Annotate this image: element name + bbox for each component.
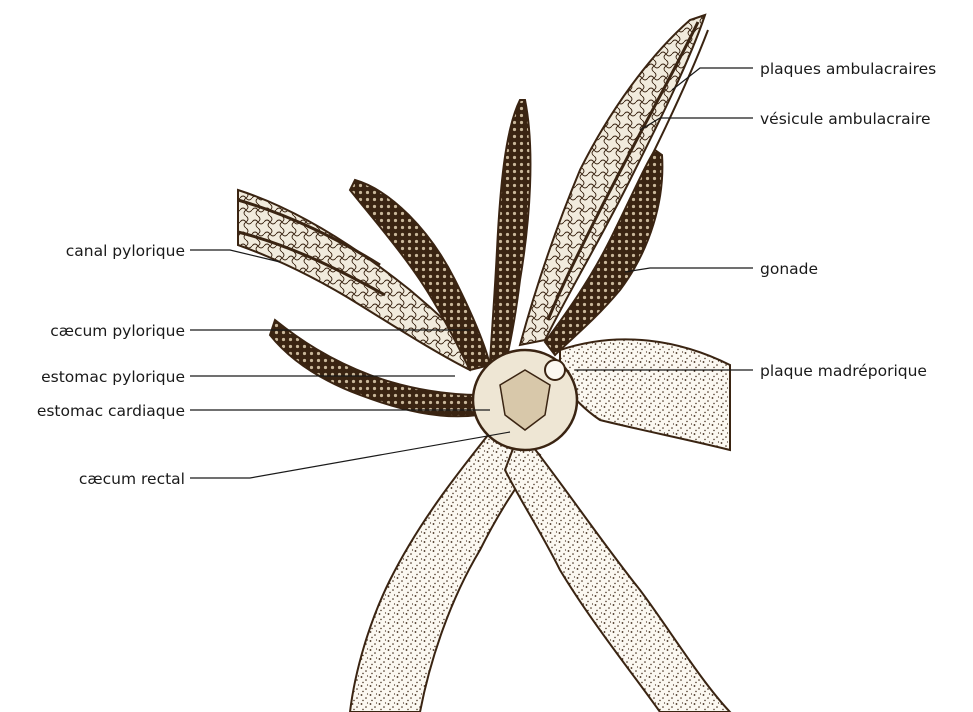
label-plaques-ambulacraires: plaques ambulacraires [760,60,936,78]
central-disc [473,350,577,450]
madreporite [545,360,565,380]
label-vesicule-ambulacraire: vésicule ambulacraire [760,110,931,128]
label-gonade: gonade [760,260,818,278]
label-caecum-pylorique: cæcum pylorique [50,322,185,340]
label-estomac-pylorique: estomac pylorique [41,368,185,386]
label-caecum-rectal: cæcum rectal [79,470,185,488]
label-canal-pylorique: canal pylorique [66,242,185,260]
label-plaque-madreporique: plaque madréporique [760,362,927,380]
label-estomac-cardiaque: estomac cardiaque [37,402,185,420]
